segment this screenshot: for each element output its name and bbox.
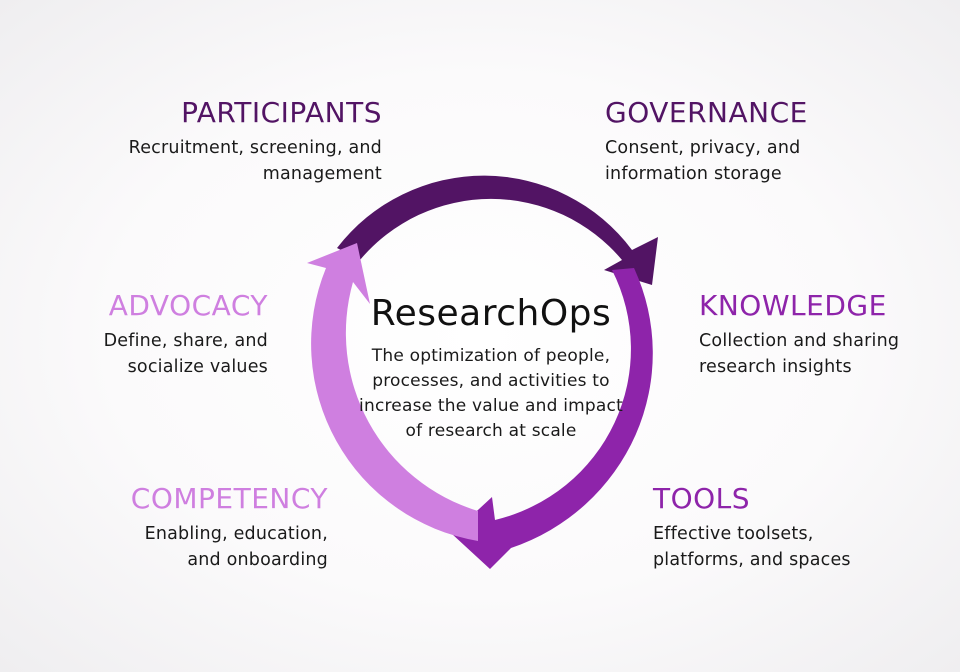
knowledge-desc-line-2: research insights [699, 357, 852, 377]
participants-desc-line-2: management [262, 164, 382, 184]
advocacy-desc-line-2: socialize values [127, 357, 268, 377]
competency-description: Enabling, education, and onboarding [38, 521, 328, 573]
tools-description: Effective toolsets, platforms, and space… [653, 521, 933, 573]
knowledge-desc-line-1: Collection and sharing [699, 331, 900, 351]
center-description: The optimization of people, processes, a… [359, 346, 623, 441]
tools-segment: TOOLS Effective toolsets, platforms, and… [653, 482, 933, 573]
competency-desc-line-1: Enabling, education, [144, 524, 328, 544]
light-cycle-arrow [307, 243, 478, 541]
participants-description: Recruitment, screening, and management [92, 135, 382, 187]
advocacy-segment: ADVOCACY Define, share, and socialize va… [0, 289, 268, 380]
center-block: ResearchOps The optimization of people, … [355, 292, 627, 444]
knowledge-title: KNOWLEDGE [699, 289, 887, 322]
dark-cycle-arrow [337, 175, 658, 285]
knowledge-description: Collection and sharing research insights [699, 328, 944, 380]
participants-title: PARTICIPANTS [181, 96, 382, 129]
participants-desc-line-1: Recruitment, screening, and [128, 138, 382, 158]
competency-desc-line-2: and onboarding [187, 550, 328, 570]
center-title: ResearchOps [370, 293, 612, 334]
tools-desc-line-2: platforms, and spaces [653, 550, 851, 570]
knowledge-segment: KNOWLEDGE Collection and sharing researc… [699, 289, 944, 380]
competency-title: COMPETENCY [130, 482, 328, 515]
advocacy-title: ADVOCACY [108, 289, 268, 322]
tools-desc-line-1: Effective toolsets, [653, 524, 814, 544]
governance-desc-line-2: information storage [605, 164, 782, 184]
advocacy-desc-line-1: Define, share, and [103, 331, 268, 351]
governance-segment: GOVERNANCE Consent, privacy, and informa… [605, 96, 895, 187]
governance-desc-line-1: Consent, privacy, and [605, 138, 801, 158]
governance-title: GOVERNANCE [605, 96, 808, 129]
participants-segment: PARTICIPANTS Recruitment, screening, and… [92, 96, 382, 187]
tools-title: TOOLS [653, 482, 751, 515]
competency-segment: COMPETENCY Enabling, education, and onbo… [38, 482, 328, 573]
governance-description: Consent, privacy, and information storag… [605, 135, 895, 187]
advocacy-description: Define, share, and socialize values [0, 328, 268, 380]
